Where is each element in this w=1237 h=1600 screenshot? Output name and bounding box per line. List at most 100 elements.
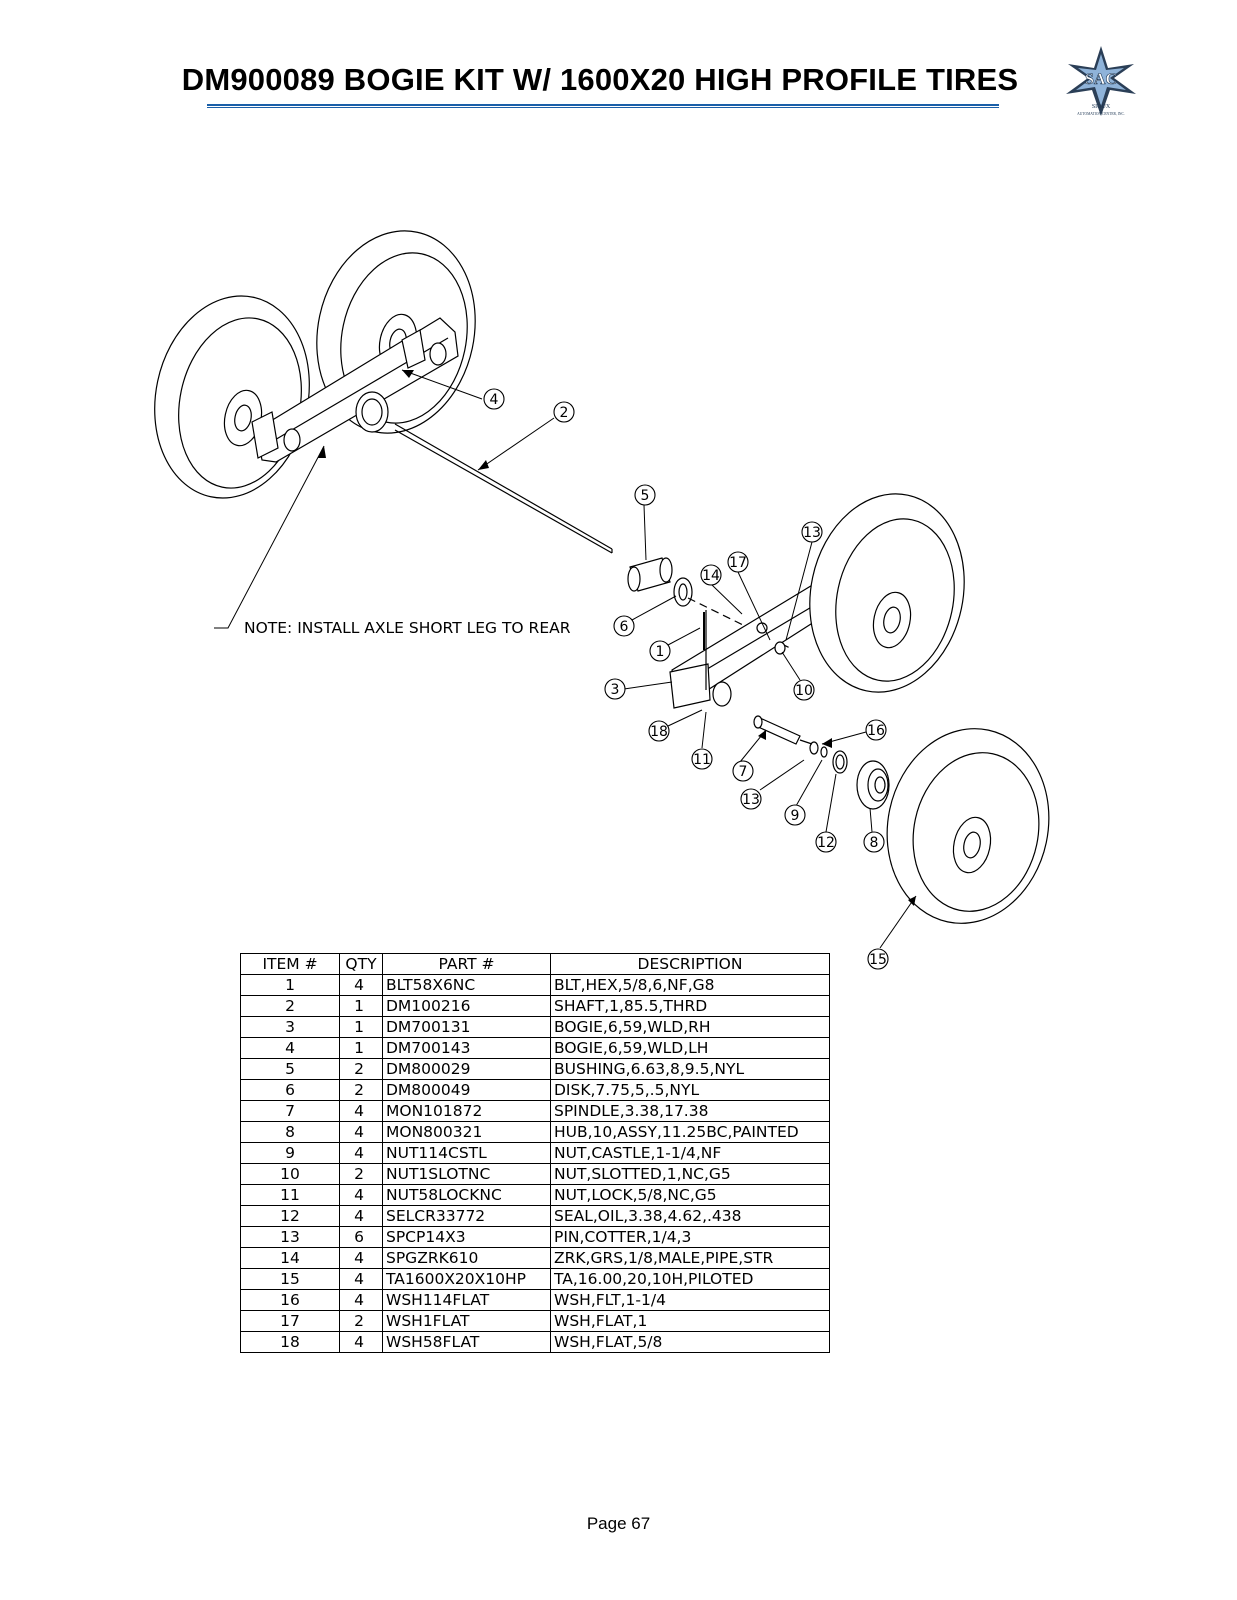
cell-part: NUT1SLOTNC: [382, 1163, 551, 1185]
svg-text:5: 5: [641, 488, 650, 504]
exploded-assembly-drawing: NOTE: INSTALL AXLE SHORT LEG TO REAR 4 2…: [154, 230, 1050, 970]
svg-text:12: 12: [817, 835, 835, 851]
hub: [856, 760, 890, 810]
svg-text:2: 2: [560, 405, 569, 421]
cell-qty: 4: [339, 1289, 383, 1311]
callout-18: 18: [648, 720, 670, 742]
cell-qty: 4: [339, 1268, 383, 1290]
cell-qty: 1: [339, 1037, 383, 1059]
cell-part: SPCP14X3: [382, 1226, 551, 1248]
column-header-part: PART #: [382, 953, 551, 975]
callout-14: 14: [700, 564, 722, 586]
callout-2: 2: [553, 401, 575, 423]
cell-description: BOGIE,6,59,WLD,RH: [550, 1016, 830, 1038]
cell-qty: 4: [339, 1205, 383, 1227]
bogie-beam-right: [669, 577, 839, 709]
svg-text:17: 17: [729, 555, 747, 571]
cell-part: DM800029: [382, 1058, 551, 1080]
cell-part: WSH1FLAT: [382, 1310, 551, 1332]
svg-text:10: 10: [795, 683, 813, 699]
bogie-beam-left: [251, 317, 459, 463]
svg-text:7: 7: [739, 764, 748, 780]
arrow-heads: [318, 370, 916, 906]
cell-part: DM700131: [382, 1016, 551, 1038]
cell-part: MON101872: [382, 1100, 551, 1122]
cell-description: ZRK,GRS,1/8,MALE,PIPE,STR: [550, 1247, 830, 1269]
column-header-item: ITEM #: [240, 953, 340, 975]
svg-text:8: 8: [870, 835, 879, 851]
cell-item: 14: [240, 1247, 340, 1269]
cell-part: DM100216: [382, 995, 551, 1017]
callout-15: 15: [867, 948, 889, 970]
page-number: Page 67: [586, 1514, 651, 1533]
cell-description: SHAFT,1,85.5,THRD: [550, 995, 830, 1017]
cell-part: DM700143: [382, 1037, 551, 1059]
cell-description: WSH,FLAT,1: [550, 1310, 830, 1332]
cell-item: 5: [240, 1058, 340, 1080]
svg-text:13: 13: [803, 525, 821, 541]
cell-qty: 4: [339, 1100, 383, 1122]
svg-text:11: 11: [693, 752, 711, 768]
tire-right-front: [886, 728, 1050, 924]
callout-13-bottom: 13: [740, 788, 762, 810]
spindle: [753, 715, 813, 745]
cell-part: SELCR33772: [382, 1205, 551, 1227]
cell-item: 6: [240, 1079, 340, 1101]
svg-text:6: 6: [620, 619, 629, 635]
title-underline: [207, 104, 999, 108]
cell-description: BOGIE,6,59,WLD,LH: [550, 1037, 830, 1059]
svg-text:9: 9: [791, 808, 800, 824]
tire-left-front: [154, 295, 310, 499]
install-note: NOTE: INSTALL AXLE SHORT LEG TO REAR: [244, 619, 571, 637]
bushing: [627, 557, 673, 592]
svg-text:18: 18: [650, 724, 668, 740]
cell-description: DISK,7.75,5,.5,NYL: [550, 1079, 830, 1101]
cell-qty: 2: [339, 1163, 383, 1185]
callout-1: 1: [649, 640, 671, 662]
washer-nut-seal: [809, 741, 848, 774]
column-header-qty: QTY: [339, 953, 383, 975]
callout-16: 16: [865, 719, 887, 741]
cell-part: BLT58X6NC: [382, 974, 551, 996]
cell-description: NUT,SLOTTED,1,NC,G5: [550, 1163, 830, 1185]
callout-12: 12: [815, 831, 837, 853]
logo-text: SAC: [1085, 71, 1117, 88]
logo-subtext: SIOUX: [1092, 104, 1111, 110]
cell-qty: 4: [339, 974, 383, 996]
callout-7: 7: [732, 760, 754, 782]
cell-qty: 4: [339, 1121, 383, 1143]
cell-qty: 1: [339, 995, 383, 1017]
cell-qty: 2: [339, 1079, 383, 1101]
cell-description: BLT,HEX,5/8,6,NF,G8: [550, 974, 830, 996]
callout-3: 3: [604, 678, 626, 700]
svg-text:4: 4: [490, 392, 499, 408]
column-header-description: DESCRIPTION: [550, 953, 830, 975]
cell-item: 2: [240, 995, 340, 1017]
cell-description: SEAL,OIL,3.38,4.62,.438: [550, 1205, 830, 1227]
cell-item: 15: [240, 1268, 340, 1290]
cell-part: WSH114FLAT: [382, 1289, 551, 1311]
cell-qty: 6: [339, 1226, 383, 1248]
cell-item: 18: [240, 1331, 340, 1353]
page-title: DM900089 BOGIE KIT W/ 1600X20 HIGH PROFI…: [181, 62, 1019, 97]
cell-description: BUSHING,6.63,8,9.5,NYL: [550, 1058, 830, 1080]
cell-item: 9: [240, 1142, 340, 1164]
cell-part: MON800321: [382, 1121, 551, 1143]
callout-11: 11: [691, 748, 713, 770]
svg-text:16: 16: [867, 723, 885, 739]
cell-item: 17: [240, 1310, 340, 1332]
cell-qty: 4: [339, 1247, 383, 1269]
cell-part: NUT58LOCKNC: [382, 1184, 551, 1206]
